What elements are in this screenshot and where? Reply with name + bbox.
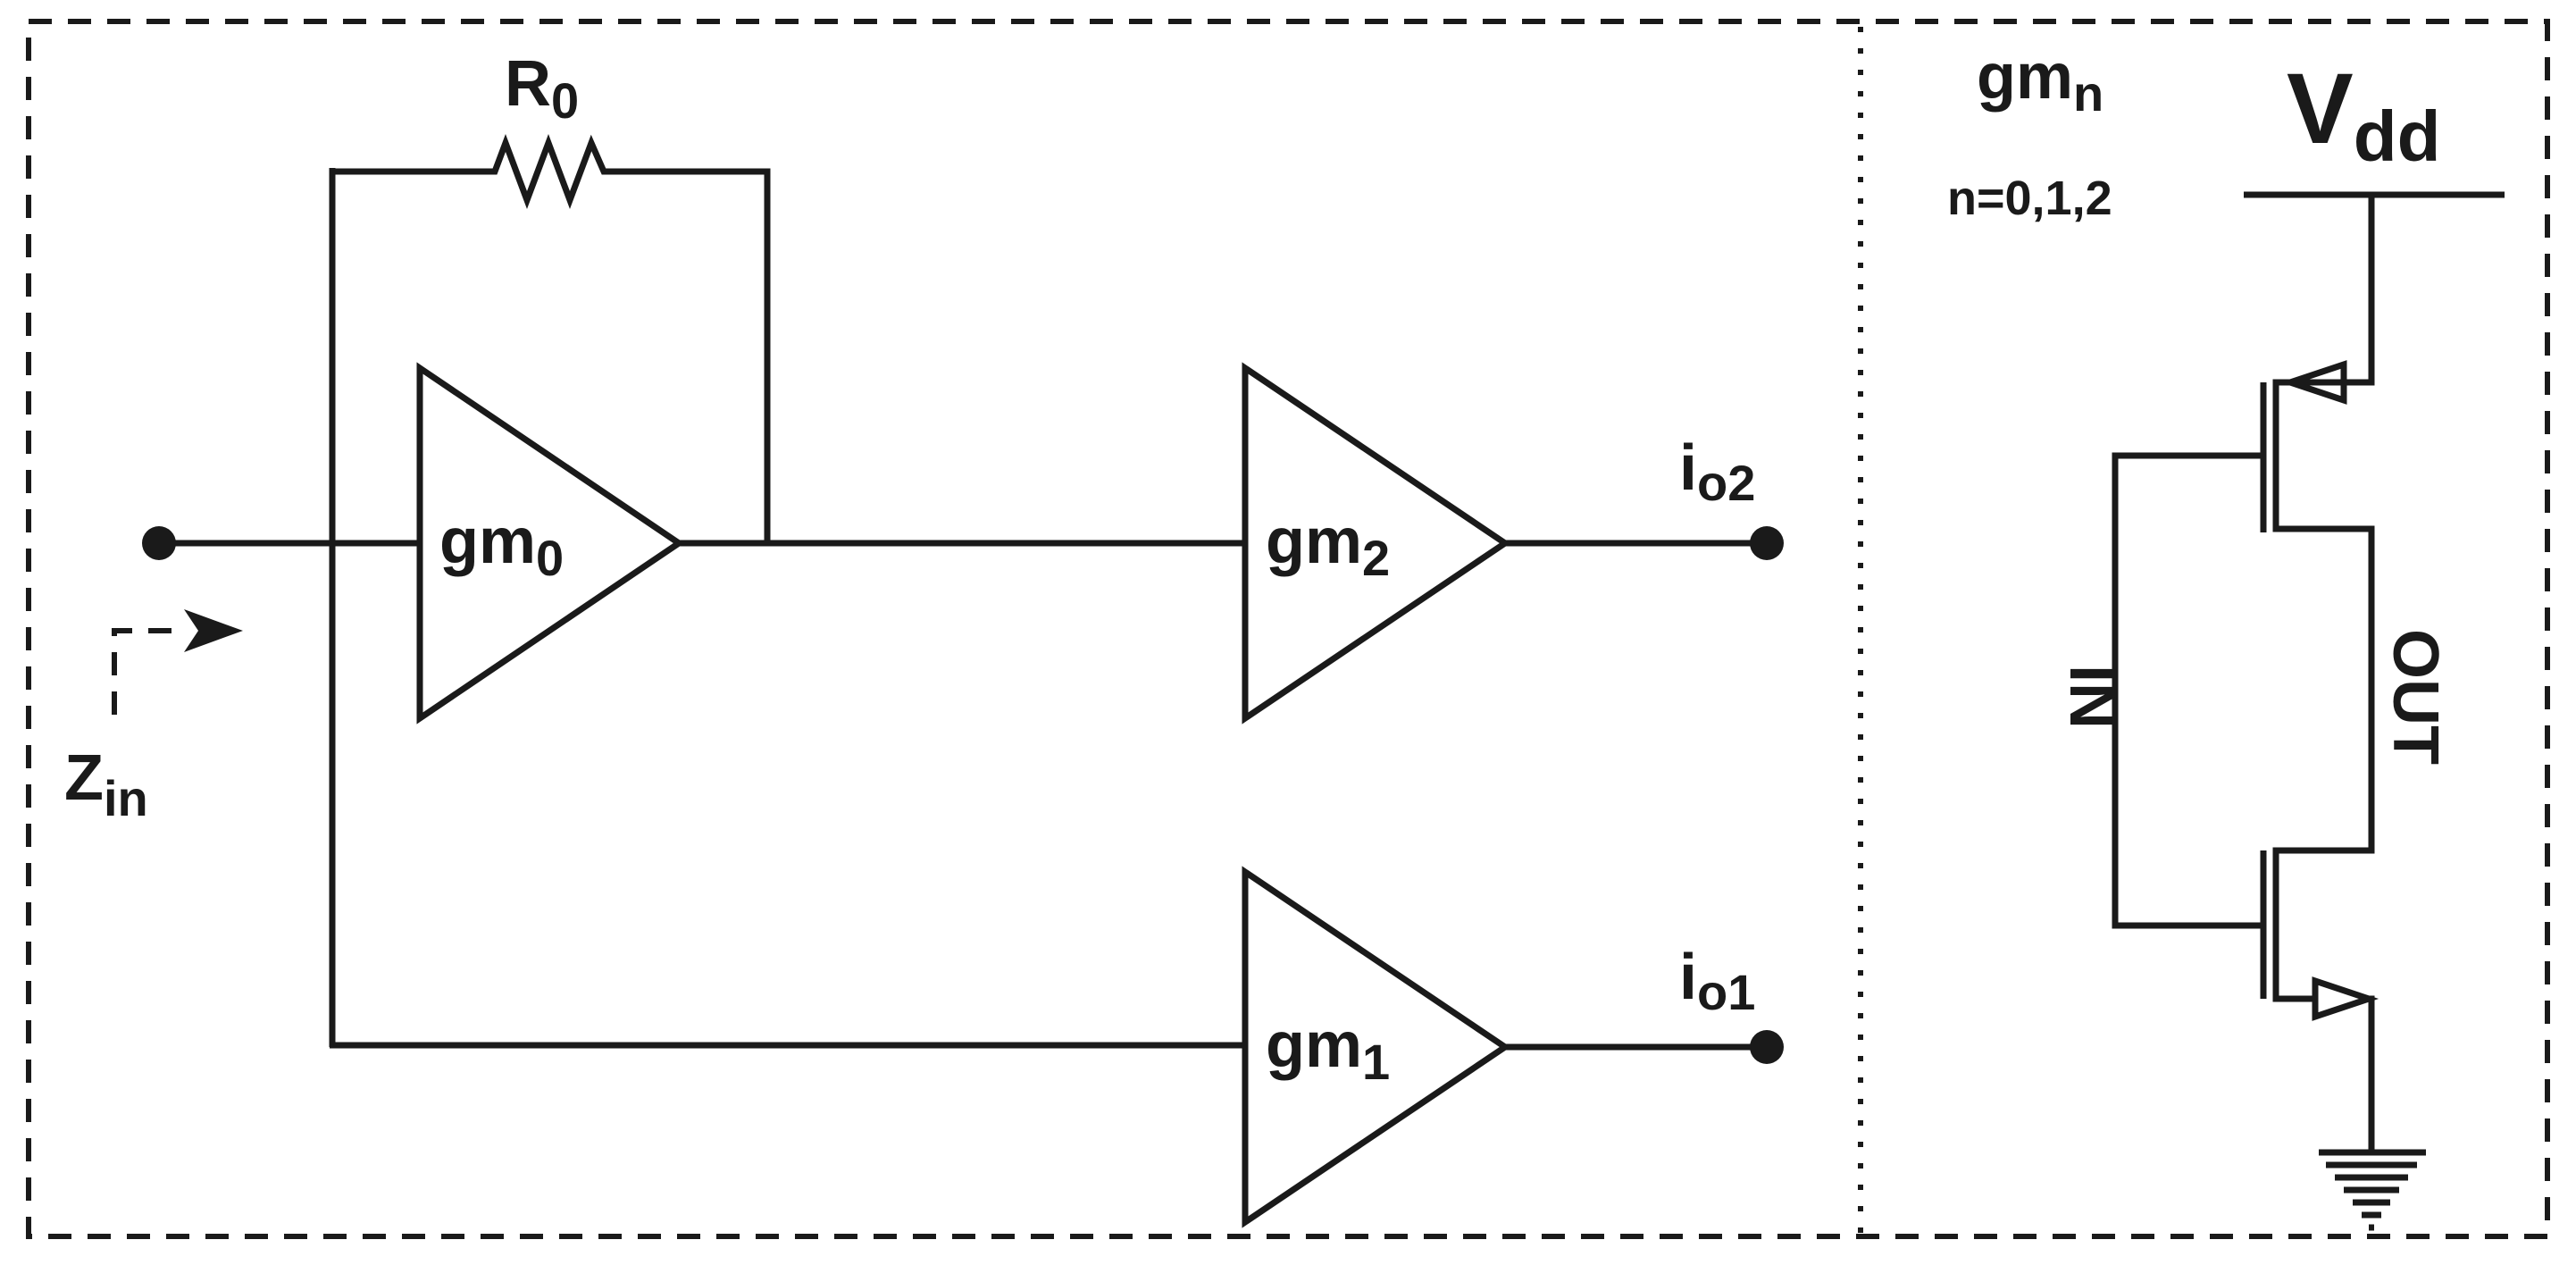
- zin-label: Zin: [64, 742, 148, 826]
- inset-range: n=0,1,2: [1947, 172, 2112, 225]
- amplifier-gm0[interactable]: [416, 362, 685, 725]
- gm0-label: gm0: [439, 506, 564, 586]
- nmos-channel: [2272, 706, 2375, 1002]
- ground-icon: [2319, 1149, 2426, 1231]
- pmos-channel: [2272, 379, 2375, 706]
- nmos-source-wire: [2368, 995, 2375, 1151]
- vdd-label: Vdd: [2287, 53, 2440, 176]
- gm2-label: gm2: [1266, 506, 1390, 586]
- outer-frame: [26, 19, 2550, 1239]
- gate-input-wire: [2112, 452, 2263, 929]
- nmos-source-arrow: [2312, 976, 2379, 1021]
- resistor-r0: [332, 134, 771, 543]
- zin-arrow: [112, 628, 188, 715]
- in-label: IN: [2056, 665, 2128, 729]
- input-terminal[interactable]: [142, 526, 176, 560]
- amplifier-gm1[interactable]: [1242, 866, 1511, 1228]
- inset-title: gmn: [1977, 41, 2103, 121]
- resistor-label: R0: [505, 48, 579, 129]
- zin-arrow-head: [184, 609, 243, 652]
- io1-terminal[interactable]: [1750, 1030, 1784, 1064]
- io2-label: io2: [1679, 432, 1755, 511]
- pmos-source-wire: [2344, 195, 2375, 386]
- io1-label: io1: [1679, 942, 1755, 1020]
- amplifier-gm2[interactable]: [1242, 362, 1511, 725]
- io2-terminal[interactable]: [1750, 526, 1784, 560]
- out-label: OUT: [2379, 629, 2451, 765]
- gm1-label: gm1: [1266, 1009, 1390, 1090]
